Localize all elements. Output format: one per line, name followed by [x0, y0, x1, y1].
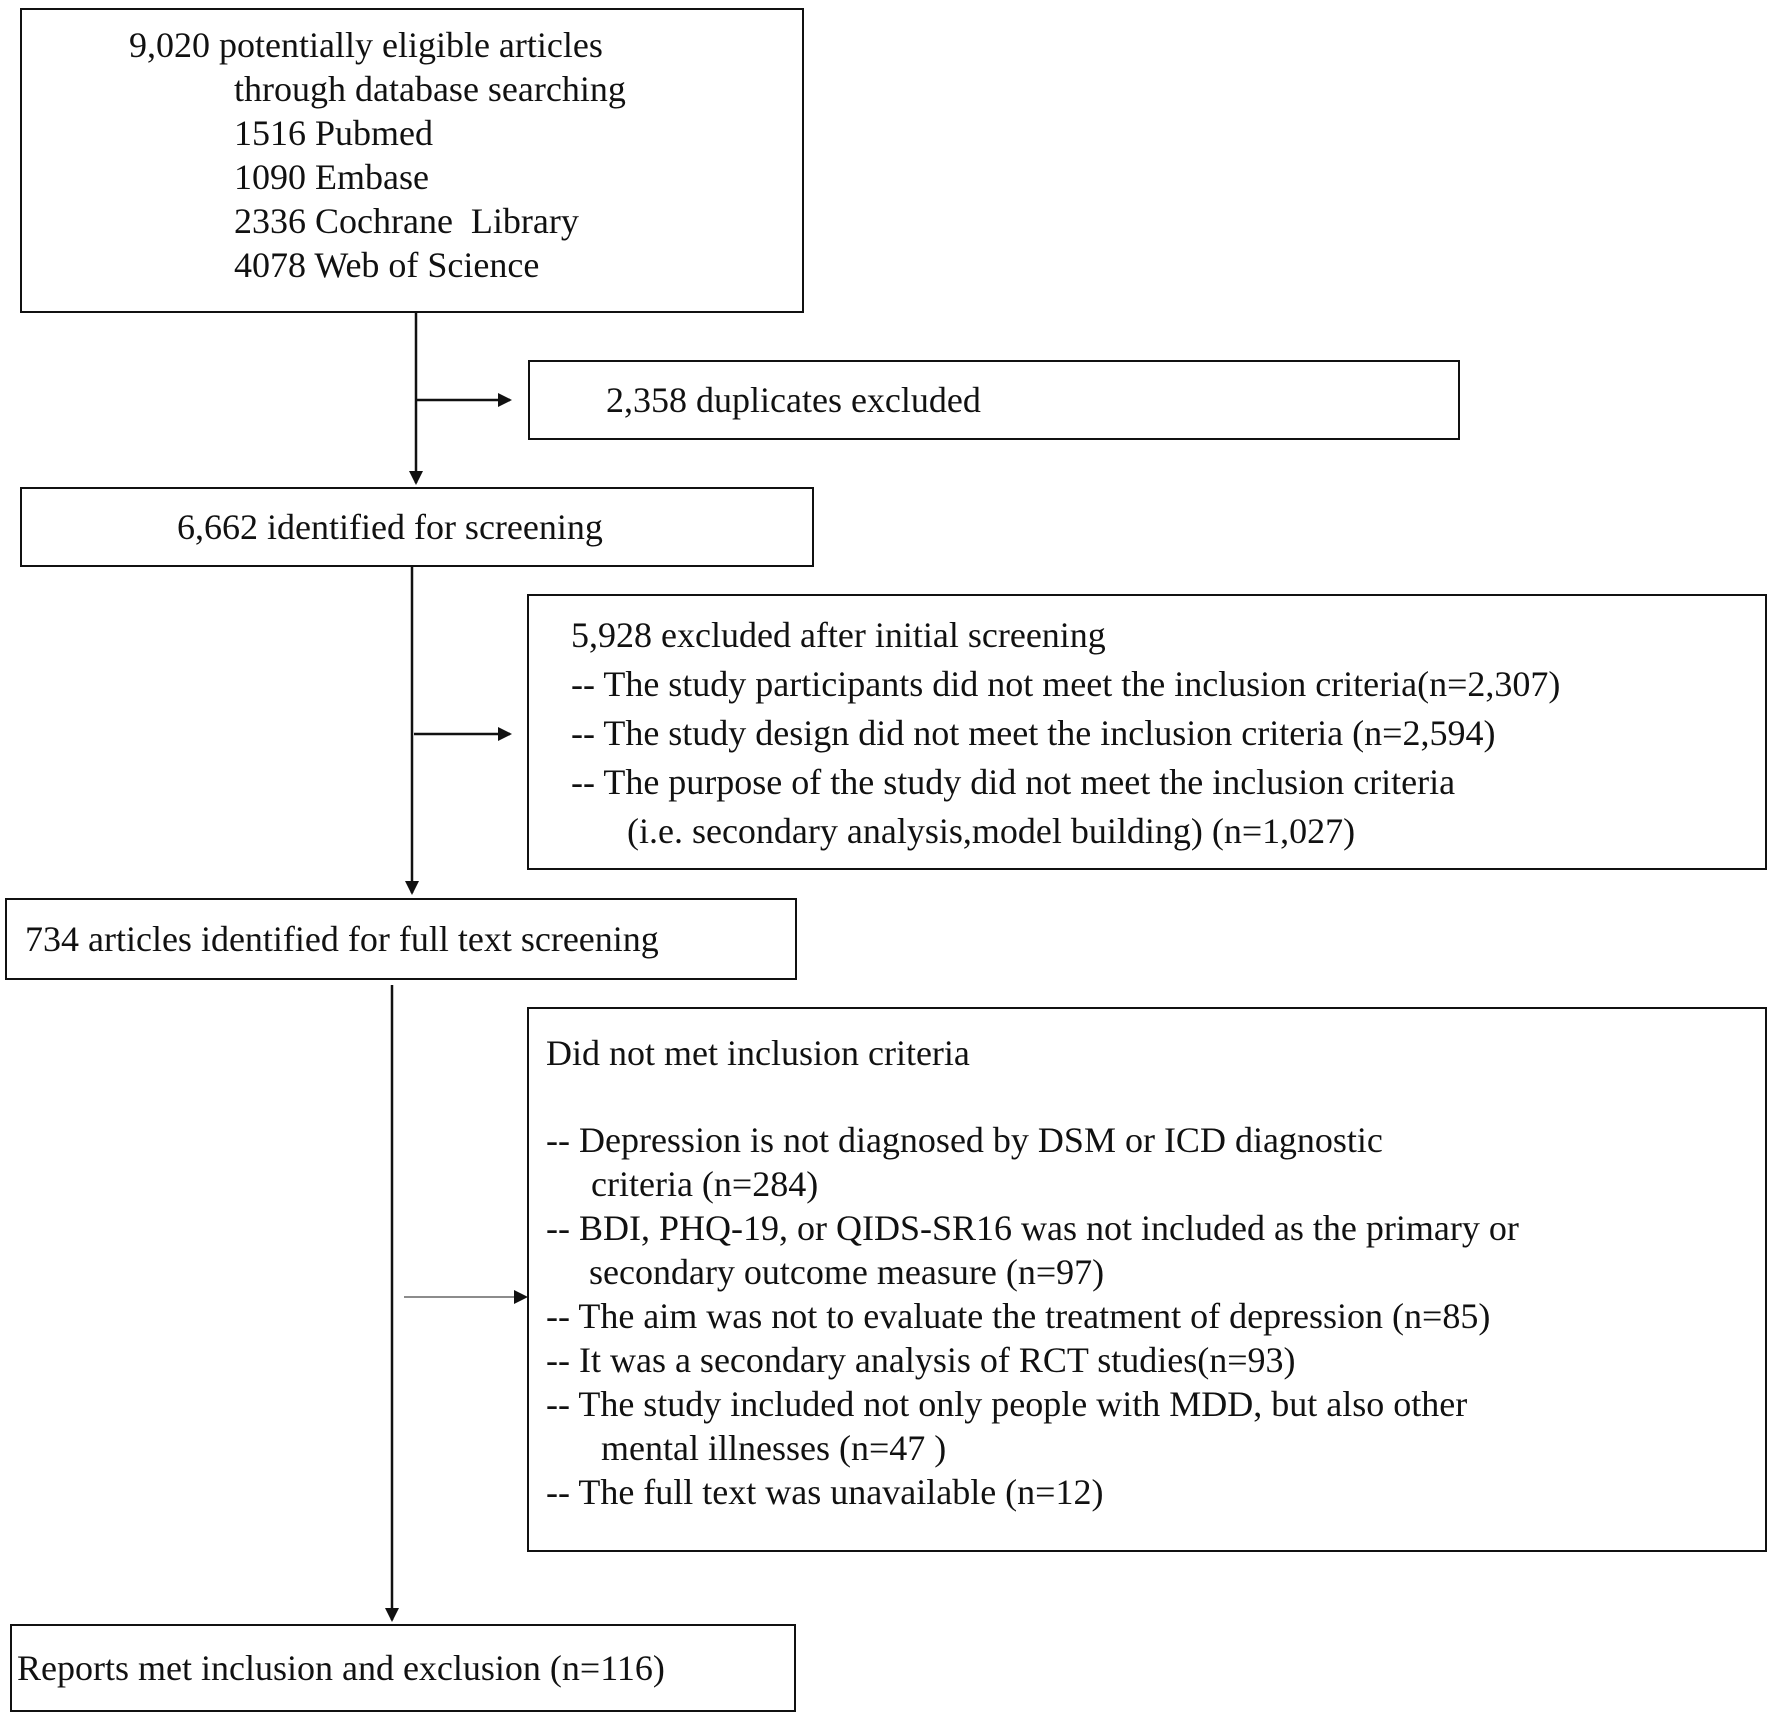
identification-line-1: 9,020 potentially eligible articles: [129, 25, 603, 65]
included-text: Reports met inclusion and exclusion (n=1…: [17, 1648, 665, 1688]
full-text-exclusion-box: Did not met inclusion criteria -- Depres…: [527, 1007, 1767, 1552]
full-text-exclusion-line-4: -- BDI, PHQ-19, or QIDS-SR16 was not inc…: [546, 1208, 1519, 1248]
screening-box: 6,662 identified for screening: [20, 487, 814, 567]
included-box: Reports met inclusion and exclusion (n=1…: [10, 1624, 796, 1712]
initial-exclusion-line-5: (i.e. secondary analysis,model building)…: [627, 811, 1356, 851]
duplicates-box: 2,358 duplicates excluded: [528, 360, 1460, 440]
full-text-exclusion-heading: Did not met inclusion criteria: [546, 1033, 970, 1073]
initial-exclusion-line-3: -- The study design did not meet the inc…: [571, 713, 1496, 753]
identification-line-4: 1090 Embase: [234, 157, 429, 197]
screening-text: 6,662 identified for screening: [177, 507, 603, 547]
full-text-exclusion-line-10: -- The full text was unavailable (n=12): [546, 1472, 1104, 1512]
initial-exclusion-box: 5,928 excluded after initial screening -…: [527, 594, 1767, 870]
identification-line-6: 4078 Web of Science: [234, 245, 540, 285]
full-text-exclusion-line-8: -- The study included not only people wi…: [546, 1384, 1468, 1424]
full-text-box: 734 articles identified for full text sc…: [5, 898, 797, 980]
full-text-exclusion-line-6: -- The aim was not to evaluate the treat…: [546, 1296, 1491, 1336]
full-text-exclusion-line-7: -- It was a secondary analysis of RCT st…: [546, 1340, 1296, 1380]
duplicates-text: 2,358 duplicates excluded: [606, 380, 981, 420]
full-text-exclusion-line-2: -- Depression is not diagnosed by DSM or…: [546, 1120, 1383, 1160]
full-text-exclusion-line-3: criteria (n=284): [591, 1164, 819, 1204]
initial-exclusion-line-4: -- The purpose of the study did not meet…: [571, 762, 1456, 802]
identification-line-5: 2336 Cochrane Library: [234, 201, 579, 241]
full-text-exclusion-line-5: secondary outcome measure (n=97): [589, 1252, 1105, 1292]
initial-exclusion-line-2: -- The study participants did not meet t…: [571, 664, 1561, 704]
full-text-text: 734 articles identified for full text sc…: [25, 919, 659, 959]
identification-line-2: through database searching: [234, 69, 626, 109]
identification-line-3: 1516 Pubmed: [234, 113, 434, 153]
full-text-exclusion-line-9: mental illnesses (n=47 ): [601, 1428, 947, 1468]
initial-exclusion-line-1: 5,928 excluded after initial screening: [571, 615, 1106, 655]
identification-box: 9,020 potentially eligible articles thro…: [20, 8, 804, 313]
